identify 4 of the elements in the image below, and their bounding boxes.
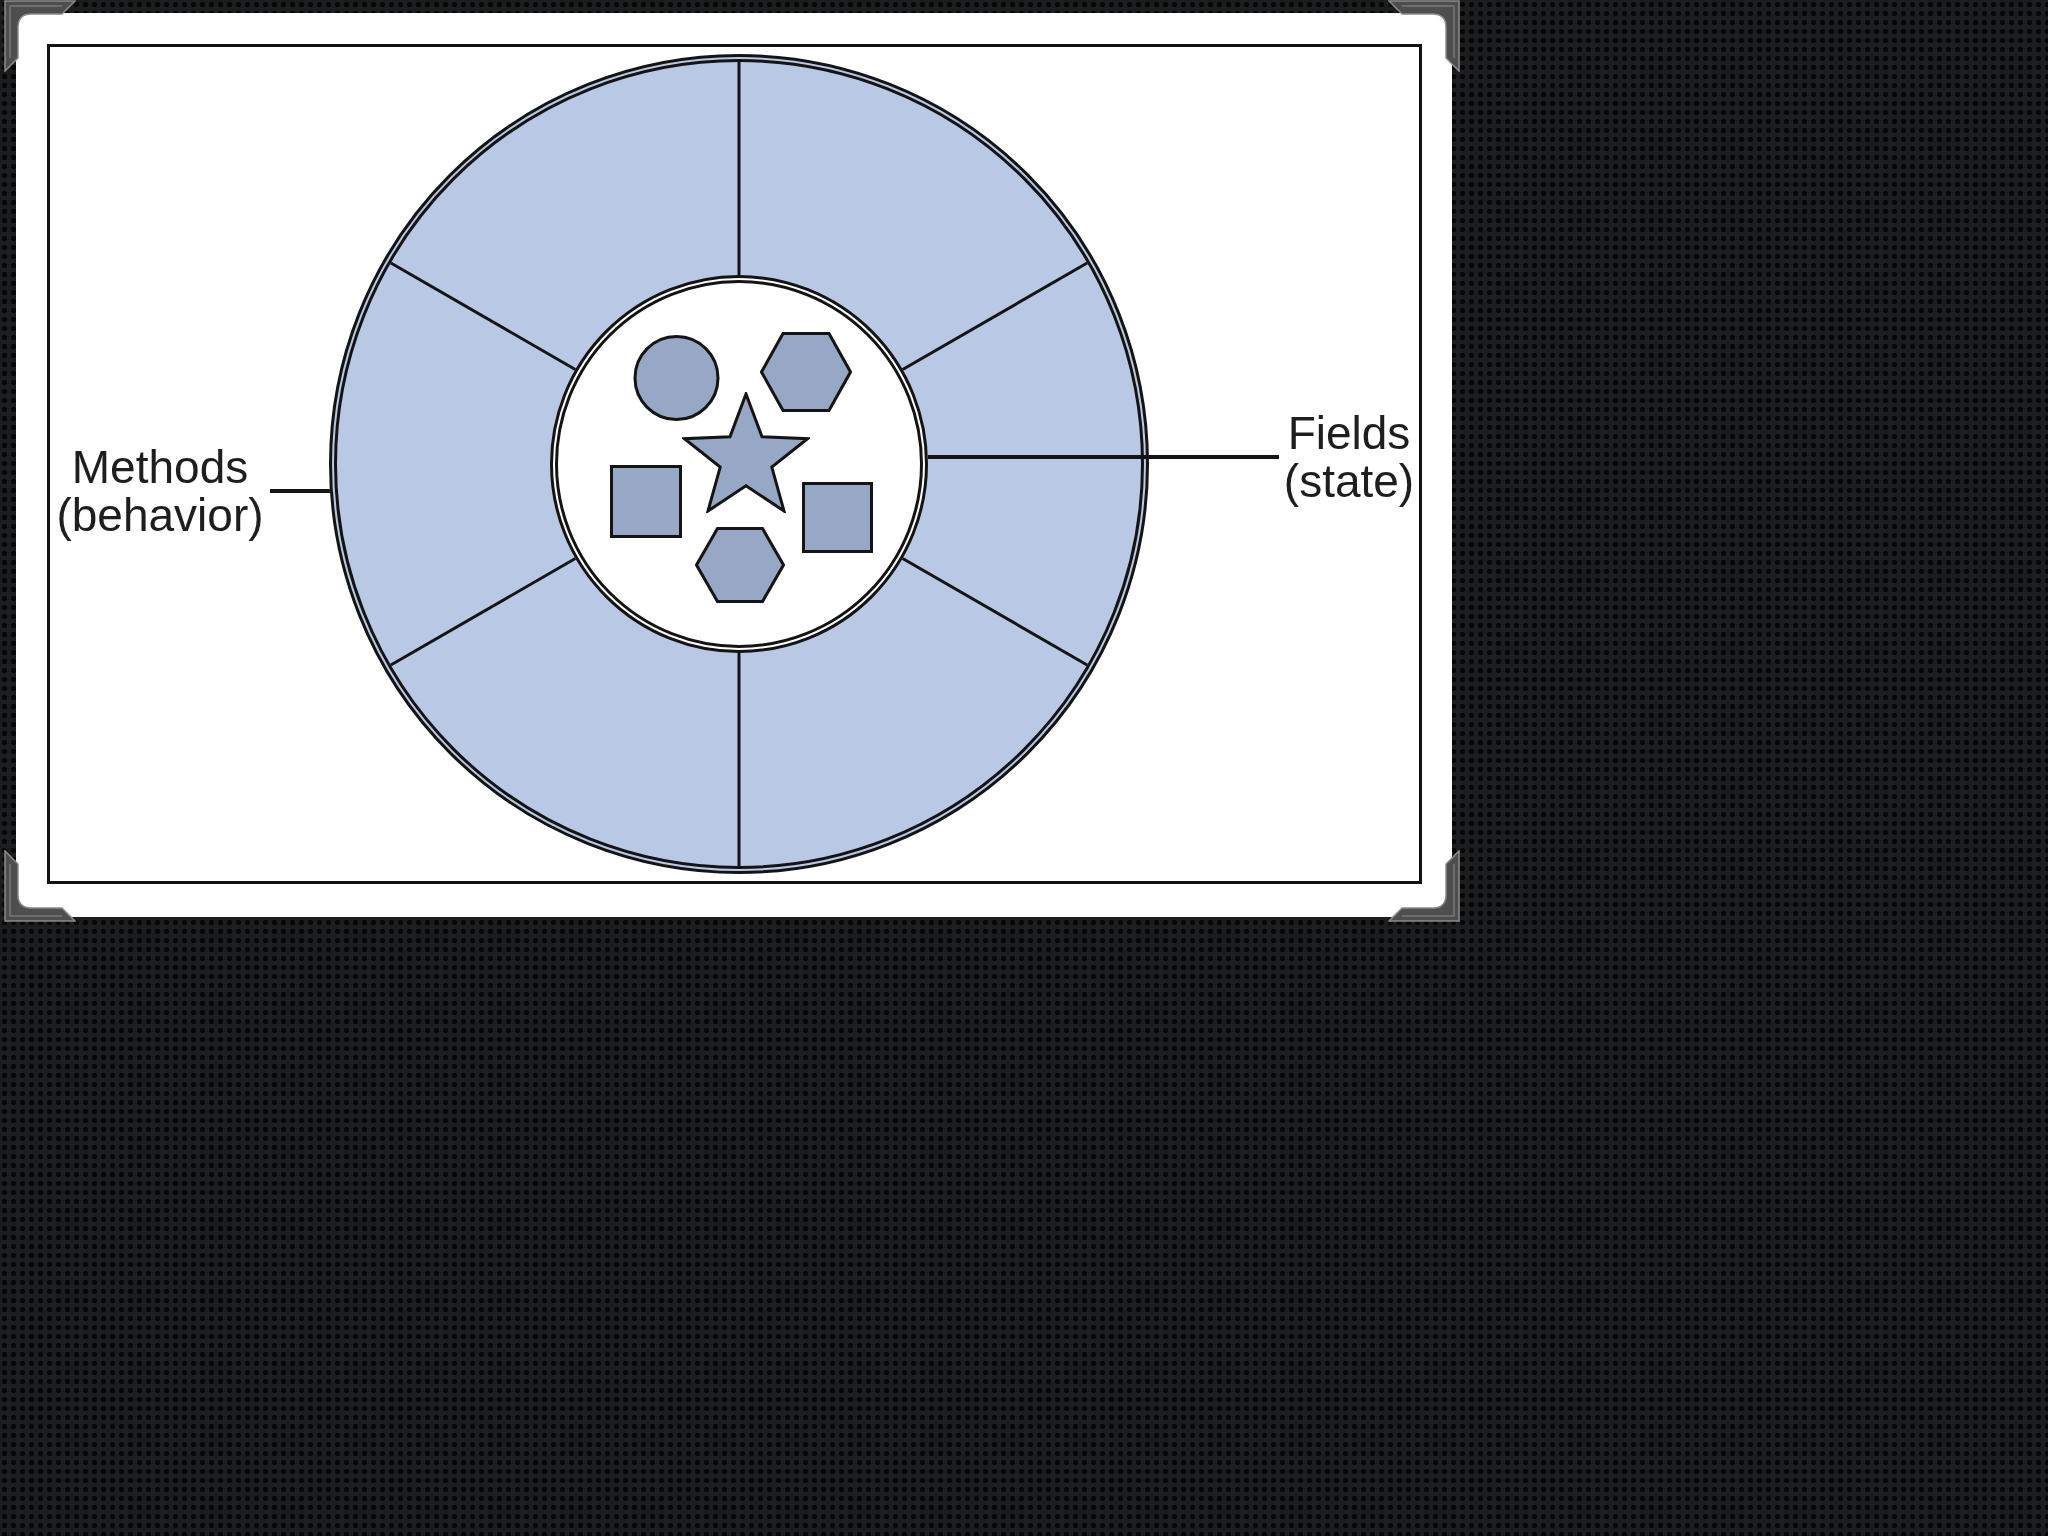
callout-label: Methods (behavior) [50,443,270,539]
callout-label: Fields (state) [1279,409,1419,505]
leader-line [270,489,330,493]
leader-line [927,455,1279,459]
